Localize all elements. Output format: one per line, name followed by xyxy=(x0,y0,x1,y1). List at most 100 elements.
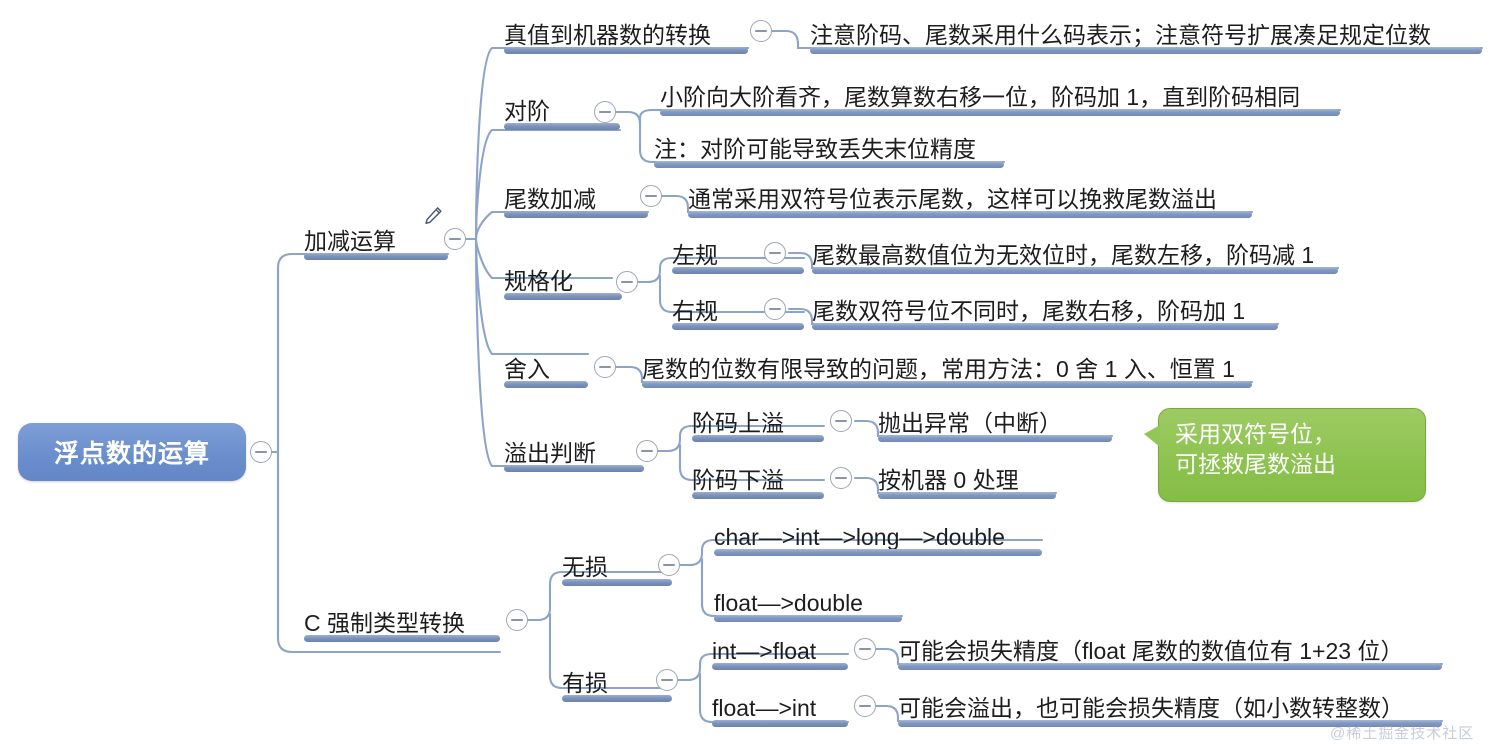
node-label: 注意阶码、尾数采用什么码表示；注意符号扩展凑足规定位数 xyxy=(810,22,1431,48)
node-normalization[interactable]: 规格化 xyxy=(504,258,622,300)
pencil-icon[interactable] xyxy=(422,204,444,228)
collapse-toggle-truth-to-machine[interactable] xyxy=(750,20,772,42)
node-underline xyxy=(504,211,648,218)
node-label: C 强制类型转换 xyxy=(304,610,465,636)
node-label: 有损 xyxy=(562,670,608,696)
node-underline xyxy=(304,253,448,260)
node-int-to-float-note[interactable]: 可能会损失精度（float 尾数的数值位有 1+23 位） xyxy=(898,628,1442,670)
node-label: 尾数加减 xyxy=(504,186,596,212)
node-left-normalize-rule[interactable]: 尾数最高数值位为无效位时，尾数左移，阶码减 1 xyxy=(812,232,1338,274)
collapse-toggle-lossy[interactable] xyxy=(656,669,678,691)
collapse-toggle-root[interactable] xyxy=(250,441,272,463)
callout-line-1: 采用双符号位， xyxy=(1175,421,1336,447)
node-int-to-float[interactable]: int—>float xyxy=(712,628,848,670)
node-label: 尾数最高数值位为无效位时，尾数左移，阶码减 1 xyxy=(812,242,1315,268)
node-underline xyxy=(692,492,824,499)
node-align-exponent-note[interactable]: 注：对阶可能导致丢失末位精度 xyxy=(654,126,1004,168)
node-label: 抛出异常（中断） xyxy=(878,410,1062,436)
node-underline xyxy=(642,381,1252,388)
node-underline xyxy=(672,323,804,330)
node-label: int—>float xyxy=(712,638,817,664)
node-underline xyxy=(812,323,1278,330)
node-mantissa-addsub[interactable]: 尾数加减 xyxy=(504,176,648,218)
node-underline xyxy=(878,492,1056,499)
collapse-toggle-align-exponent[interactable] xyxy=(594,101,616,123)
node-add-sub[interactable]: 加减运算 xyxy=(304,218,448,260)
node-underline xyxy=(660,109,1340,116)
node-lossless[interactable]: 无损 xyxy=(562,544,672,586)
node-truth-to-machine-note[interactable]: 注意阶码、尾数采用什么码表示；注意符号扩展凑足规定位数 xyxy=(810,12,1482,54)
node-right-normalize[interactable]: 右规 xyxy=(672,288,804,330)
node-mantissa-addsub-note[interactable]: 通常采用双符号位表示尾数，这样可以挽救尾数溢出 xyxy=(688,176,1252,218)
watermark: @稀土掘金技术社区 xyxy=(1330,722,1474,743)
node-rounding-note[interactable]: 尾数的位数有限导致的问题，常用方法：0 舍 1 入、恒置 1 xyxy=(642,346,1252,388)
collapse-toggle-overflow-check[interactable] xyxy=(636,440,658,462)
node-label: 小阶向大阶看齐，尾数算数右移一位，阶码加 1，直到阶码相同 xyxy=(660,84,1301,110)
node-label: 阶码上溢 xyxy=(692,410,784,436)
collapse-toggle-exponent-underflow[interactable] xyxy=(830,467,852,489)
node-underline xyxy=(654,161,1004,168)
node-float-to-int[interactable]: float—>int xyxy=(712,685,848,727)
node-align-exponent[interactable]: 对阶 xyxy=(504,88,620,130)
node-lossless-chain[interactable]: char—>int—>long—>double xyxy=(714,514,1042,556)
node-rounding[interactable]: 舍入 xyxy=(504,346,588,388)
node-lossless-float-double[interactable]: float—>double xyxy=(714,580,902,622)
collapse-toggle-exponent-overflow[interactable] xyxy=(830,410,852,432)
root-label: 浮点数的运算 xyxy=(53,440,210,468)
node-exponent-overflow-action[interactable]: 抛出异常（中断） xyxy=(878,400,1112,442)
node-exponent-underflow-action[interactable]: 按机器 0 处理 xyxy=(878,457,1056,499)
node-float-to-int-note[interactable]: 可能会溢出，也可能会损失精度（如小数转整数） xyxy=(898,685,1442,727)
node-underline xyxy=(504,293,622,300)
node-underline xyxy=(692,435,824,442)
node-underline xyxy=(810,47,1482,54)
node-underline xyxy=(672,267,804,274)
node-label: 尾数的位数有限导致的问题，常用方法：0 舍 1 入、恒置 1 xyxy=(642,356,1235,382)
node-label: float—>int xyxy=(712,695,817,721)
node-label: 加减运算 xyxy=(304,228,396,254)
node-underline xyxy=(304,635,500,642)
node-label: 舍入 xyxy=(504,356,550,382)
node-right-normalize-rule[interactable]: 尾数双符号位不同时，尾数右移，阶码加 1 xyxy=(812,288,1278,330)
collapse-toggle-float-to-int[interactable] xyxy=(854,695,876,717)
node-c-type-cast[interactable]: C 强制类型转换 xyxy=(304,600,500,642)
node-label: 溢出判断 xyxy=(504,440,596,466)
node-label: 可能会损失精度（float 尾数的数值位有 1+23 位） xyxy=(898,638,1404,664)
node-underline xyxy=(898,663,1442,670)
collapse-toggle-right-normalize[interactable] xyxy=(764,298,786,320)
node-underline xyxy=(504,465,644,472)
node-underline xyxy=(712,663,848,670)
collapse-toggle-c-type-cast[interactable] xyxy=(506,609,528,631)
node-label: 无损 xyxy=(562,554,608,580)
collapse-toggle-mantissa-addsub[interactable] xyxy=(640,185,662,207)
node-underline xyxy=(714,615,902,622)
node-exponent-overflow[interactable]: 阶码上溢 xyxy=(692,400,824,442)
watermark-text: @稀土掘金技术社区 xyxy=(1330,725,1475,742)
callout-line-2: 可拯救尾数溢出 xyxy=(1175,451,1336,478)
node-lossy[interactable]: 有损 xyxy=(562,660,672,702)
node-label: 真值到机器数的转换 xyxy=(504,22,711,48)
node-label: 右规 xyxy=(672,298,718,324)
collapse-toggle-normalization[interactable] xyxy=(616,271,638,293)
node-underline xyxy=(878,435,1112,442)
node-label: float—>double xyxy=(714,590,863,616)
node-label: 对阶 xyxy=(504,98,550,124)
collapse-toggle-left-normalize[interactable] xyxy=(764,242,786,264)
root-node[interactable]: 浮点数的运算 xyxy=(18,423,246,481)
node-label: 按机器 0 处理 xyxy=(878,467,1019,493)
node-underline xyxy=(688,211,1252,218)
node-underline xyxy=(812,267,1338,274)
node-overflow-check[interactable]: 溢出判断 xyxy=(504,430,644,472)
node-left-normalize[interactable]: 左规 xyxy=(672,232,804,274)
node-align-exponent-rule[interactable]: 小阶向大阶看齐，尾数算数右移一位，阶码加 1，直到阶码相同 xyxy=(660,74,1340,116)
node-label: 注：对阶可能导致丢失末位精度 xyxy=(654,136,976,162)
collapse-toggle-rounding[interactable] xyxy=(594,356,616,378)
node-truth-to-machine[interactable]: 真值到机器数的转换 xyxy=(504,12,748,54)
node-exponent-underflow[interactable]: 阶码下溢 xyxy=(692,457,824,499)
callout-bubble[interactable]: 采用双符号位， 可拯救尾数溢出 xyxy=(1144,408,1426,502)
node-label: 规格化 xyxy=(504,268,573,294)
node-label: 左规 xyxy=(672,242,718,268)
collapse-toggle-add-sub[interactable] xyxy=(444,228,466,250)
collapse-toggle-int-to-float[interactable] xyxy=(854,638,876,660)
collapse-toggle-lossless[interactable] xyxy=(658,554,680,576)
